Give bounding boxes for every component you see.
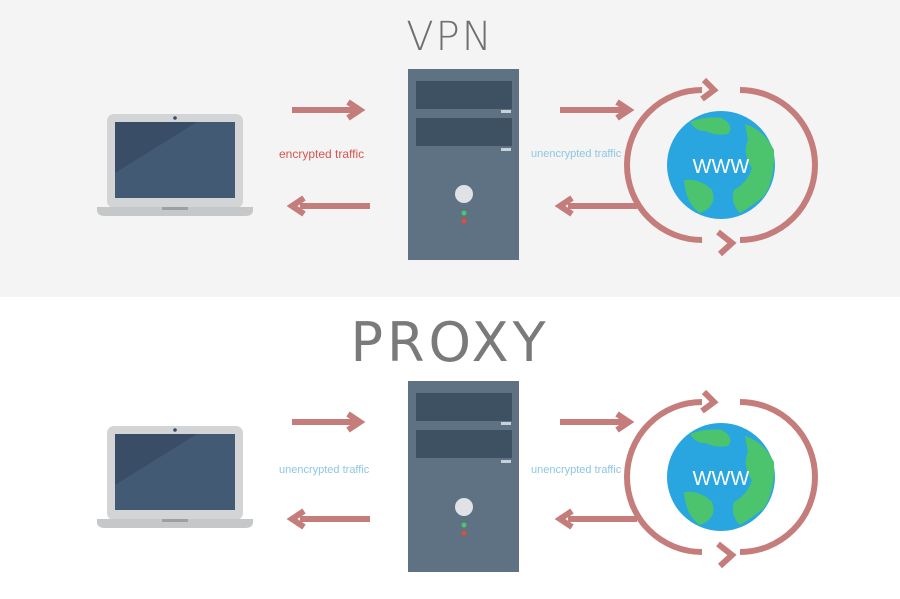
proxy-title: PROXY	[350, 311, 550, 374]
vpn-left-link-label: encrypted traffic	[279, 147, 365, 161]
proxy-diagram: PROXY	[0, 297, 900, 599]
vpn-right-link-label: unencrypted traffic	[531, 148, 622, 160]
proxy-graphic: WWW	[97, 381, 818, 572]
laptop-icon	[97, 426, 253, 528]
arrow-left-icon	[286, 508, 370, 530]
proxy-right-link-label: unencrypted traffic	[531, 464, 622, 476]
laptop-icon	[97, 114, 253, 216]
server-icon	[408, 69, 519, 260]
globe-icon: WWW	[667, 111, 775, 219]
cycle-arrows-icon	[624, 389, 818, 569]
vpn-diagram: VPN	[0, 0, 900, 297]
arrow-right-icon	[560, 99, 635, 121]
arrow-left-icon	[554, 508, 637, 530]
server-icon	[408, 381, 519, 572]
globe-label: WWW	[693, 468, 750, 490]
arrow-right-icon	[560, 411, 635, 433]
arrow-right-icon	[292, 411, 366, 433]
arrow-right-icon	[292, 99, 366, 121]
proxy-left-link-label: unencrypted traffic	[279, 464, 370, 476]
globe-label: WWW	[693, 156, 750, 178]
vpn-title: VPN	[406, 14, 494, 60]
arrow-left-icon	[554, 195, 637, 217]
vpn-graphic: WWW	[97, 69, 818, 260]
cycle-arrows-icon	[624, 77, 818, 257]
globe-icon: WWW	[667, 423, 775, 531]
arrow-left-icon	[286, 195, 370, 217]
